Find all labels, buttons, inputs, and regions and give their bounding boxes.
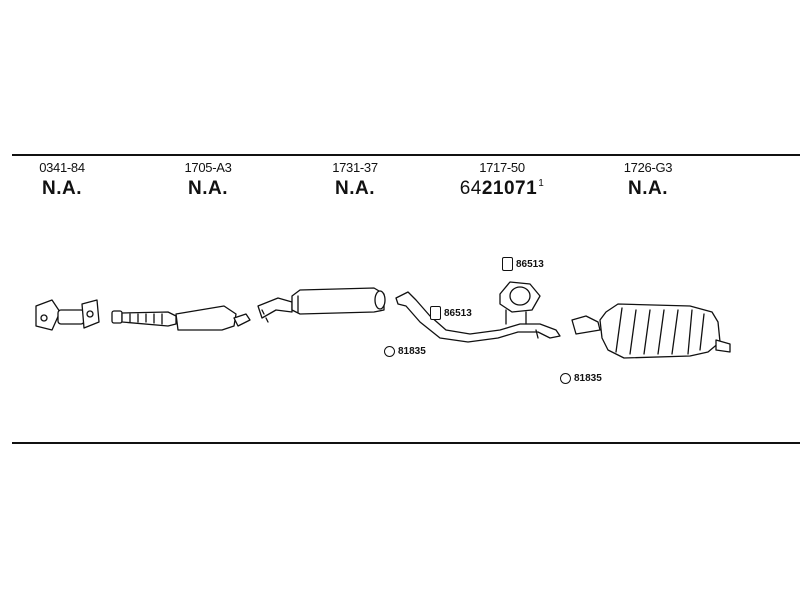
top-divider [12, 154, 800, 156]
bottom-divider [12, 442, 800, 444]
callout-clamp-left: 81835 [384, 346, 426, 357]
bracket-icon [502, 257, 513, 271]
callout-label: 81835 [574, 373, 602, 384]
intermediate-silencer-part [257, 287, 386, 323]
bracket-icon [430, 306, 441, 320]
exhaust-manifold-part [35, 299, 100, 331]
column-1: 0341-84 N.A. [7, 160, 117, 200]
rear-muffler-part [571, 303, 731, 359]
part-number: 0341-84 [39, 160, 85, 175]
part-value-main: 21071 [481, 178, 538, 199]
part-value: N.A. [188, 178, 228, 199]
column-5: 1726-G3 N.A. [593, 160, 703, 200]
callout-bracket-mid: 86513 [430, 306, 472, 320]
part-number: 1726-G3 [623, 160, 673, 175]
flex-pipe-part [111, 305, 251, 331]
part-number: 1717-50 [479, 160, 525, 175]
callout-label: 86513 [444, 307, 472, 319]
part-value: N.A. [628, 178, 668, 199]
part-number: 1705-A3 [184, 160, 232, 175]
part-number: 1731-37 [332, 160, 378, 175]
column-3: 1731-37 N.A. [300, 160, 410, 200]
part-value: N.A. [335, 178, 375, 199]
callout-label: 81835 [398, 346, 426, 357]
part-value-suffix: 1 [538, 178, 545, 189]
part-value-prefix: 64 [459, 178, 482, 199]
clamp-icon [384, 346, 395, 357]
clamp-icon [560, 373, 571, 384]
callout-label: 86513 [516, 258, 544, 270]
part-value: N.A. [42, 178, 82, 199]
column-2: 1705-A3 N.A. [153, 160, 263, 200]
callout-bracket-upper: 86513 [502, 257, 544, 271]
column-4: 1717-50 64210711 [447, 160, 557, 200]
part-value: 64210711 [447, 178, 557, 200]
callout-clamp-right: 81835 [560, 373, 602, 384]
rear-pipe-part [395, 281, 561, 343]
